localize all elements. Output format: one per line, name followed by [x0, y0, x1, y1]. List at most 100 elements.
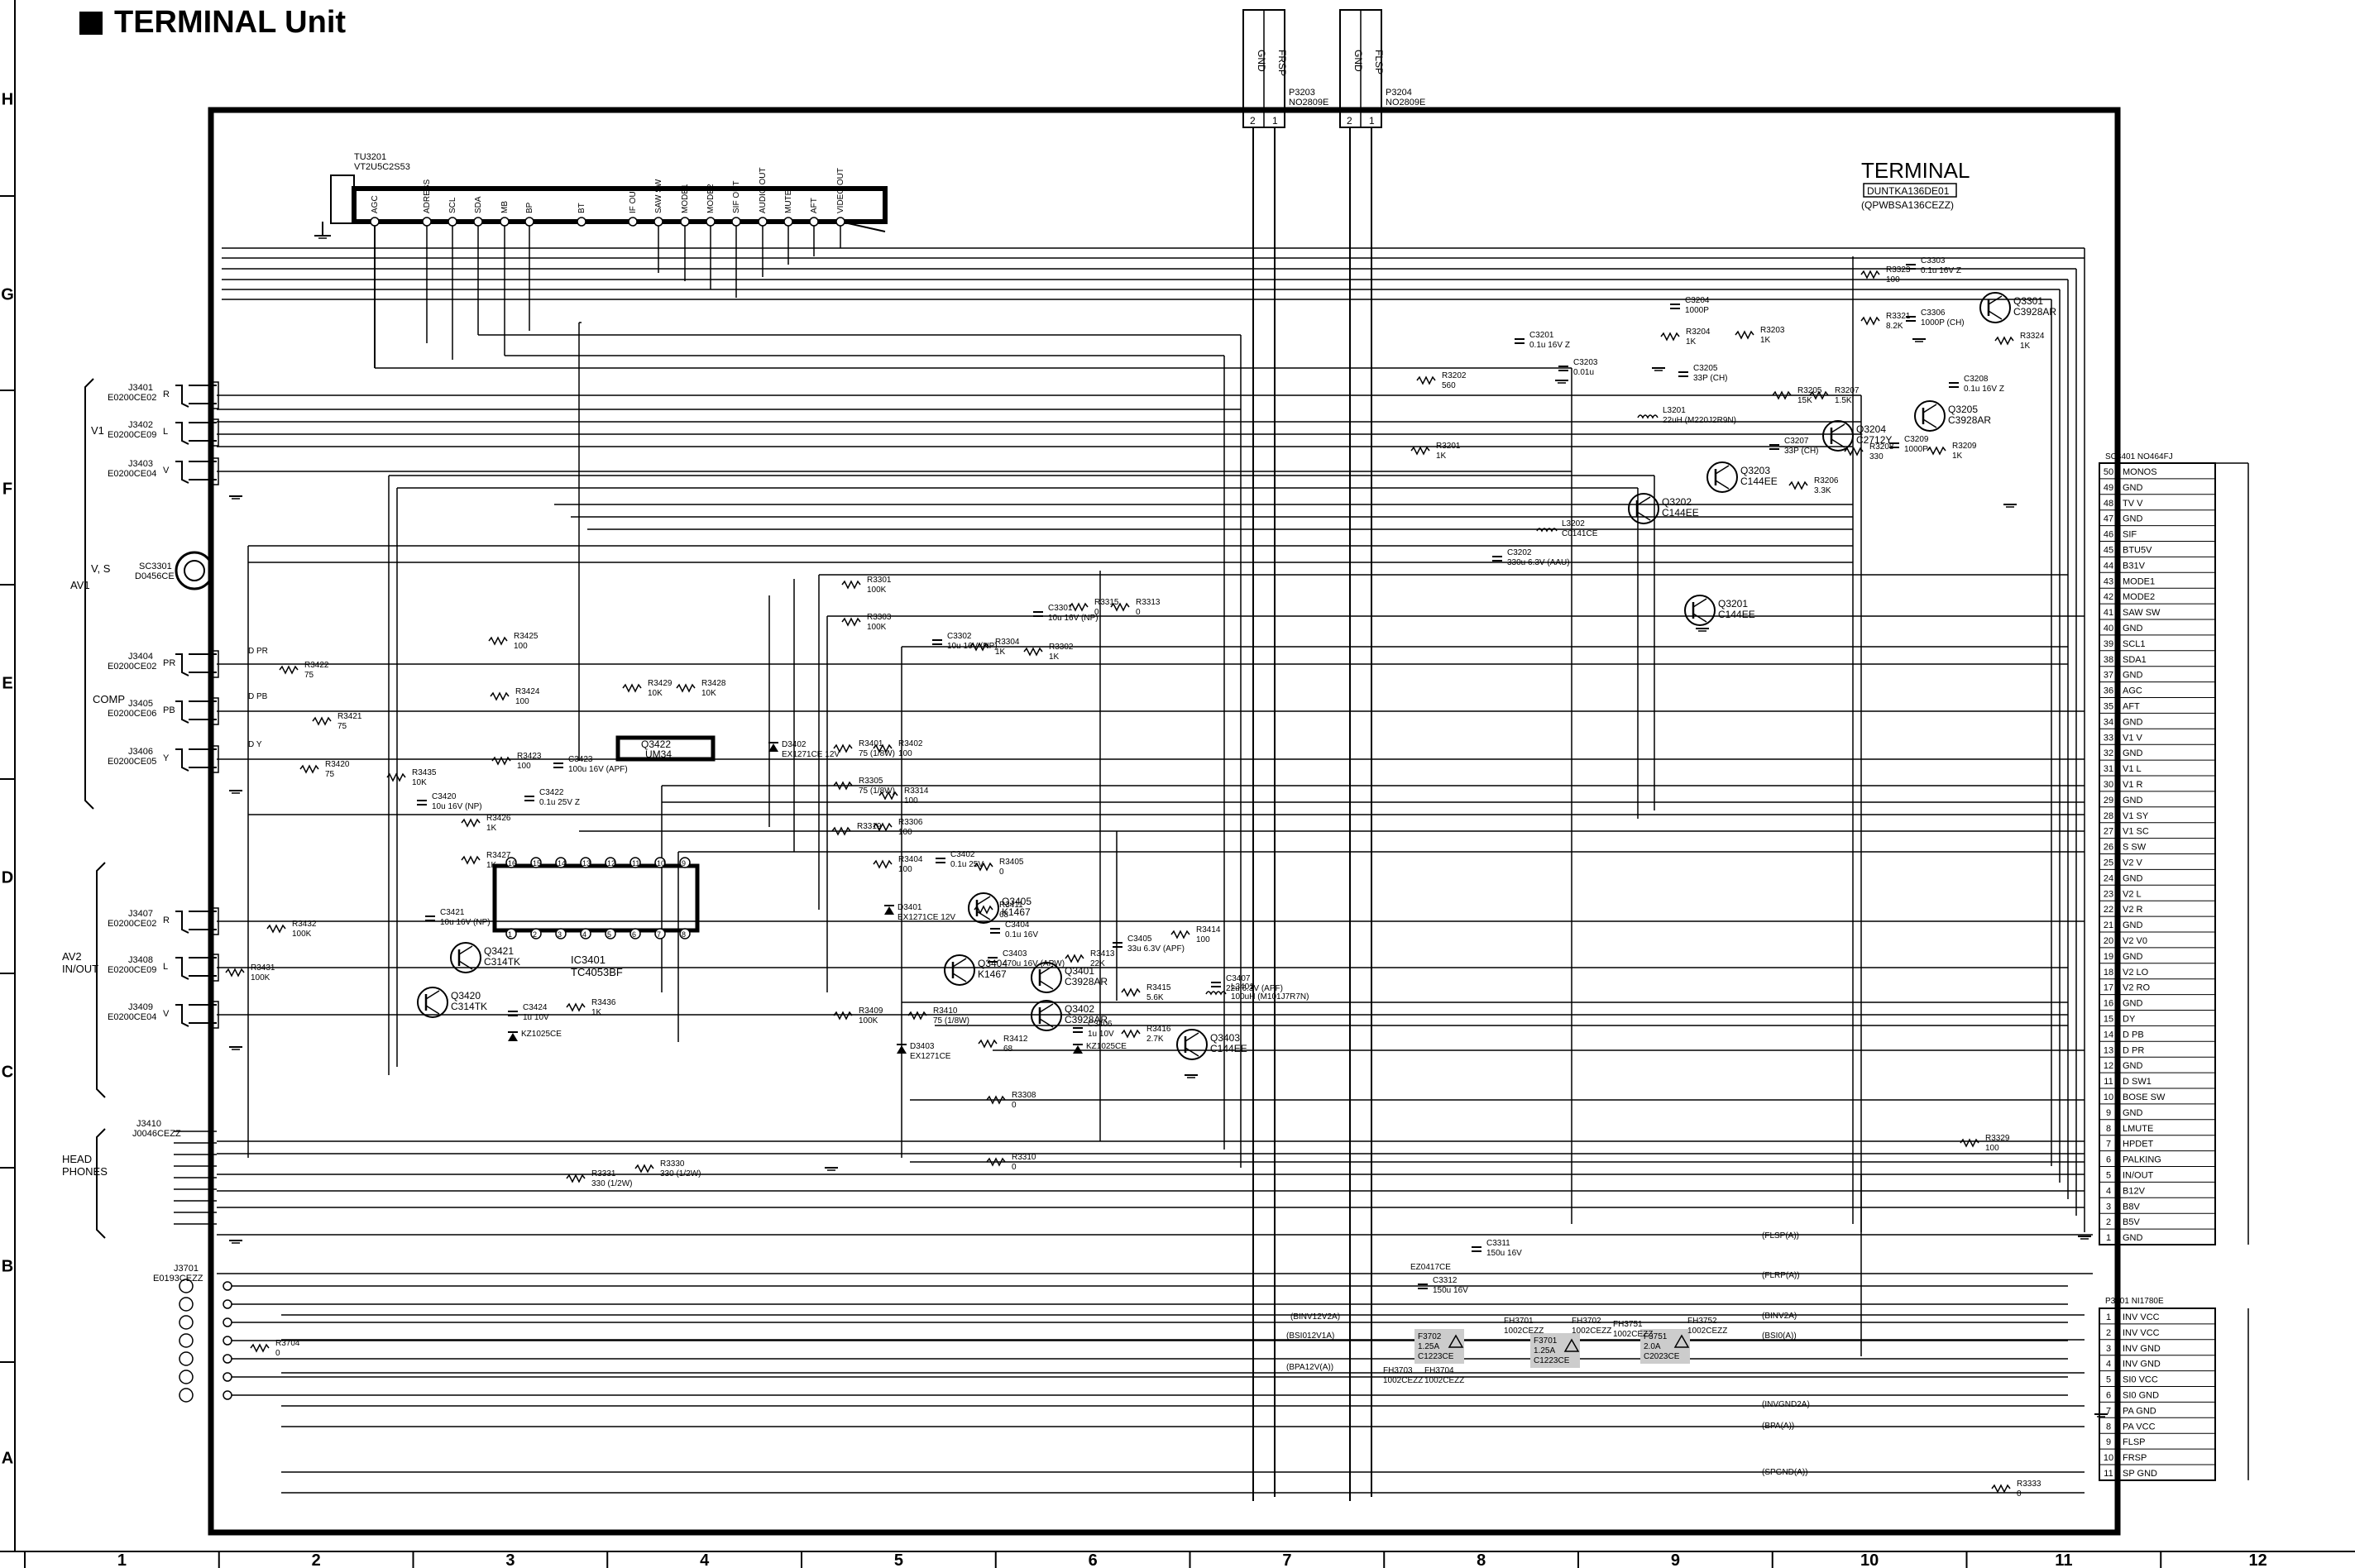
resistor-R3432 [266, 924, 286, 934]
transistor-ref: Q3420 [451, 990, 481, 1002]
cap-ref: C3421 [440, 908, 465, 917]
resistor-ref: R3301 [867, 576, 892, 585]
resistor-R3331 [566, 1174, 586, 1183]
sc3401-pin-name: SIF [2123, 530, 2137, 540]
resistor-ref: R3304 [995, 638, 1020, 647]
jack-terminal [211, 697, 219, 725]
ferrite-ref: FH3752 [1687, 1317, 1717, 1326]
cap-ref: C3420 [432, 792, 457, 801]
sc3401-pin-name: MONOS [2123, 467, 2157, 477]
tuner-pin-label: AUDIO OUT [759, 167, 768, 213]
sc3401-pin-num: 15 [2104, 1015, 2113, 1025]
sc3401-pin-name: GND [2123, 514, 2143, 524]
resistor-R3329 [1960, 1138, 1979, 1148]
net-label: (BINV2A) [1762, 1312, 1797, 1321]
sc3401-pin-name: SAW SW [2123, 608, 2161, 618]
resistor-R3422 [279, 665, 299, 675]
diode-ref: D3401 [897, 903, 922, 912]
ic-pin [605, 857, 616, 868]
sc3401-pin-num: 45 [2104, 546, 2113, 556]
resistor-R3404 [873, 859, 893, 869]
sc3401-pin-name: GND [2123, 671, 2143, 681]
sc3401-pin-num: 42 [2104, 592, 2113, 602]
resistor-value: 15K [1797, 396, 1812, 405]
resistor-value: 75 (1/8W) [859, 749, 895, 758]
sp-jack-contact [179, 1333, 194, 1348]
resistor-ref: R3413 [1090, 949, 1115, 958]
resistor-ref: R3308 [1012, 1091, 1036, 1100]
sp-jack-contact [179, 1279, 194, 1293]
net-label: D PB [248, 692, 268, 701]
sc3401-pin-name: GND [2123, 624, 2143, 633]
sc3401-pin-num: 1 [2106, 1233, 2111, 1243]
col-label-10: 10 [1860, 1551, 1879, 1568]
p3701-table [2099, 1307, 2216, 1481]
jack-terminal [211, 954, 219, 982]
resistor-ref: R3428 [701, 679, 726, 688]
cap-value: 33P (CH) [1693, 374, 1728, 383]
jack-terminal [211, 418, 219, 447]
transistor-ref: Q3404 [978, 958, 1008, 969]
jack-ref: J3406 [128, 747, 153, 757]
jack-symbol [175, 653, 189, 676]
ic-pin-num: 14 [558, 859, 566, 868]
ferrite-ref: FH3704 [1424, 1366, 1454, 1375]
resistor-ref: R3401 [859, 739, 883, 748]
sc3401-pin-name: D PB [2123, 1030, 2144, 1040]
jack-symbol [175, 1004, 189, 1027]
resistor-R3310 [986, 1157, 1006, 1167]
jack-part: E0193CEZZ [153, 1274, 203, 1284]
resistor-R3415 [1121, 987, 1141, 997]
sc3401-pin-num: 46 [2104, 530, 2113, 540]
cap-value: 1000P [1904, 445, 1928, 454]
tuner-pin [783, 217, 793, 227]
cap-value: 330u 6.3V (AAU) [1507, 558, 1570, 567]
p3701-pin-name: INV VCC [2123, 1328, 2160, 1338]
row-label-C: C [2, 1064, 13, 1082]
transistor-Q3205 [1914, 400, 1946, 432]
diode-ref: D3403 [910, 1042, 935, 1051]
pin-num: 2 [1250, 115, 1256, 127]
tuner-pin [809, 217, 819, 227]
jack-part: E0200CE04 [108, 469, 156, 479]
resistor-R3421 [312, 716, 332, 726]
resistor-ref: R3329 [1985, 1134, 2010, 1143]
resistor-value: 0 [1012, 1163, 1017, 1172]
cap-value: 22u 6.3V (APF) [1226, 984, 1283, 993]
cap-ref: C3202 [1507, 548, 1532, 557]
net-label: (INVGND2A) [1762, 1400, 1810, 1409]
resistor-value: 1K [1686, 337, 1697, 347]
transistor-lead [1831, 423, 1845, 433]
transistor-lead [1715, 480, 1730, 490]
resistor-R3414 [1170, 930, 1190, 939]
q3422-part: UM34 [645, 748, 672, 760]
resistor-R3410 [907, 1011, 927, 1021]
p3701-title: P3701 NI1780E [2105, 1297, 2164, 1306]
resistor-value: 100K [292, 930, 312, 939]
cap-value: 0.1u 25V Z [539, 798, 580, 807]
board-code1: DUNTKA136DE01 [1867, 185, 1950, 197]
cap-ref: C3208 [1964, 375, 1989, 384]
jack-pin: Y [163, 753, 170, 763]
resistor-value: 330 (1/2W) [591, 1179, 632, 1188]
group-comp: COMP [93, 693, 125, 705]
sc3401-pin-name: HPDET [2123, 1140, 2154, 1150]
ic-pin-num: 12 [607, 859, 615, 868]
cap-value: 0.1u 16V Z [1921, 266, 1961, 275]
transistor-part: C2712Y [1856, 434, 1892, 446]
fuse-ref: F3751 [1644, 1332, 1668, 1341]
transistor-Q3204 [1822, 420, 1854, 452]
jack-terminal [211, 650, 219, 678]
p3701-pin-num: 2 [2106, 1328, 2111, 1338]
transistor-part: C314TK [484, 956, 520, 968]
jack-symbol [175, 957, 189, 980]
sc3401-pin-num: 27 [2104, 827, 2113, 837]
resistor-value: 100K [867, 586, 887, 595]
p3701-pin-num: 9 [2106, 1437, 2111, 1447]
cap-value: 100u 16V (APF) [568, 765, 628, 774]
ic-pin [679, 928, 691, 939]
cap-value: 0.1u 16V [1005, 930, 1038, 939]
resistor-value: 68 [999, 911, 1009, 920]
inductor-value: C0141CE [1562, 529, 1598, 538]
ic-pin [629, 928, 641, 939]
